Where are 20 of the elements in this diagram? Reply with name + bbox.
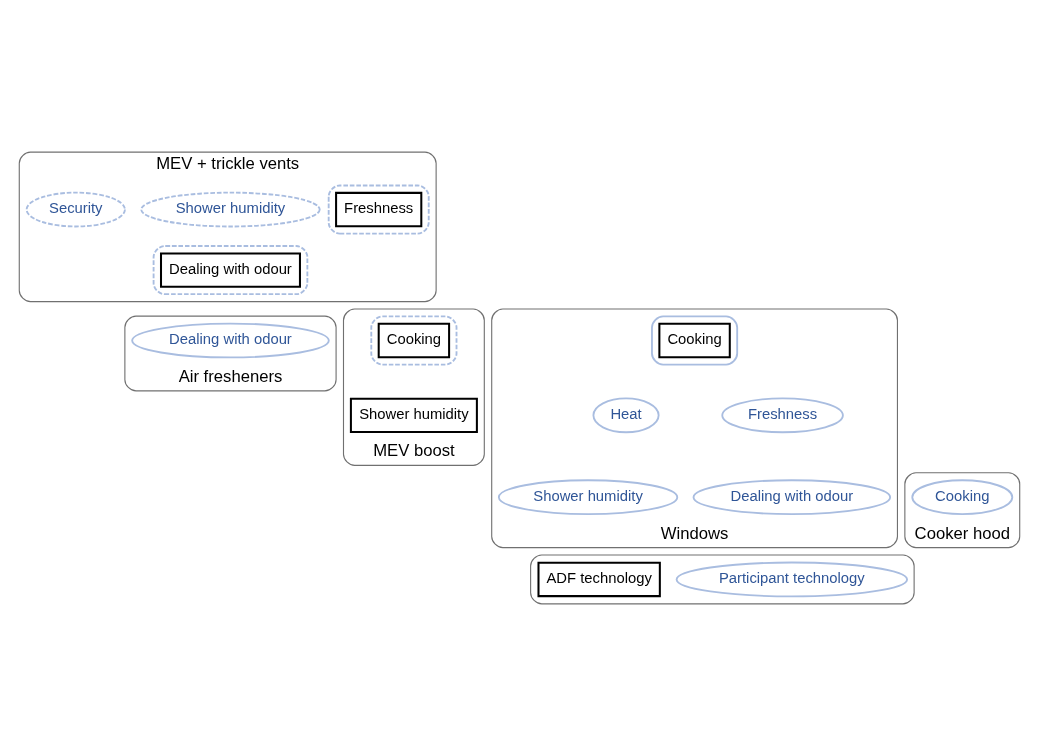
node-box: Cooking	[658, 322, 731, 359]
node-ellipse: Dealing with odour	[692, 479, 892, 516]
node-ellipse: Shower humidity	[140, 191, 321, 228]
cluster	[651, 315, 739, 366]
node-ellipse: Freshness	[721, 397, 844, 434]
node-ellipse: Participant technology	[675, 561, 908, 598]
node-ellipse: Dealing with odour	[131, 322, 330, 359]
cluster	[152, 245, 309, 296]
node-ellipse: Shower humidity	[497, 479, 679, 516]
node-box: Dealing with odour	[160, 252, 301, 288]
cluster	[327, 184, 430, 235]
cluster	[370, 315, 458, 366]
cluster	[530, 554, 915, 605]
node-box: Cooking	[377, 322, 451, 359]
node-box: ADF technology	[537, 561, 661, 598]
node-ellipse: Cooking	[911, 479, 1014, 516]
node-box: Shower humidity	[349, 397, 478, 434]
node-box: Freshness	[335, 191, 423, 228]
node-ellipse: Heat	[592, 397, 660, 434]
node-ellipse: Security	[25, 191, 126, 228]
